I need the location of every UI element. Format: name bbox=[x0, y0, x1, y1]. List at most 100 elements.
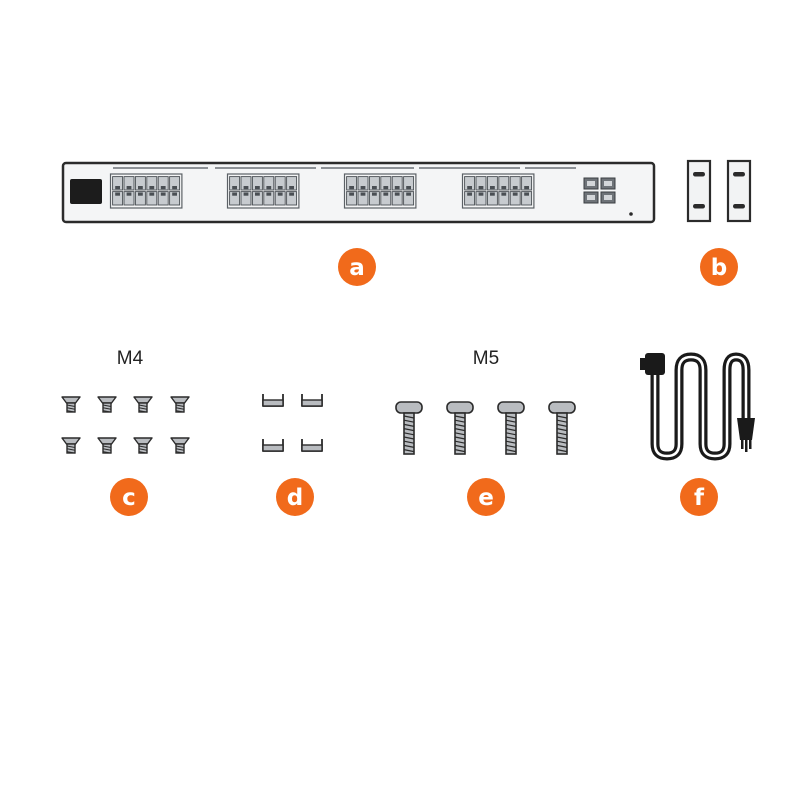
cord-inner bbox=[653, 355, 748, 458]
cable-clip-icon bbox=[262, 394, 323, 452]
ethernet-port bbox=[368, 176, 380, 191]
ethernet-port bbox=[380, 191, 392, 206]
ethernet-port bbox=[486, 176, 498, 191]
ethernet-port bbox=[475, 176, 487, 191]
power-cord-icon bbox=[640, 352, 755, 461]
port-group bbox=[343, 173, 417, 209]
network-switch-icon bbox=[61, 161, 656, 224]
ethernet-port bbox=[357, 191, 369, 206]
flat-head-screw-icon bbox=[61, 396, 190, 454]
ethernet-port bbox=[346, 176, 358, 191]
m4-screw bbox=[97, 437, 117, 454]
ethernet-port bbox=[274, 191, 286, 206]
badge-e-circle bbox=[467, 478, 505, 516]
rack-ear bbox=[726, 159, 752, 223]
wall-plug bbox=[737, 418, 755, 440]
rack-ear-bracket-icon bbox=[686, 159, 752, 223]
m5-screw bbox=[548, 401, 576, 455]
m4-label: M4 bbox=[117, 348, 144, 369]
ethernet-port bbox=[251, 191, 263, 206]
ethernet-port bbox=[169, 176, 181, 191]
ethernet-port bbox=[146, 191, 158, 206]
badge-d-circle bbox=[276, 478, 314, 516]
m4-screw bbox=[61, 437, 81, 454]
m4-screw bbox=[97, 396, 117, 413]
m5-screw bbox=[446, 401, 474, 455]
badge-d: d bbox=[276, 478, 314, 516]
ethernet-port bbox=[263, 176, 275, 191]
ethernet-port bbox=[112, 176, 124, 191]
badge-c: c bbox=[110, 478, 148, 516]
badge-f-letter: f bbox=[694, 485, 705, 511]
cable-clip bbox=[301, 394, 323, 407]
badge-e-letter: e bbox=[478, 485, 494, 511]
ethernet-port bbox=[157, 176, 169, 191]
ethernet-port bbox=[380, 176, 392, 191]
ethernet-port bbox=[486, 191, 498, 206]
ethernet-port bbox=[263, 191, 275, 206]
ethernet-port bbox=[286, 176, 298, 191]
m5-screw bbox=[395, 401, 423, 455]
port-group bbox=[226, 173, 300, 209]
m5-label: M5 bbox=[473, 348, 499, 369]
ethernet-port bbox=[391, 176, 403, 191]
badge-b-circle bbox=[700, 248, 738, 286]
ethernet-port bbox=[274, 176, 286, 191]
pan-head-screw-icon bbox=[395, 401, 576, 455]
badge-d-letter: d bbox=[287, 485, 303, 511]
badge-a-circle bbox=[338, 248, 376, 286]
ethernet-port bbox=[240, 176, 252, 191]
badge-b: b bbox=[700, 248, 738, 286]
badge-b-letter: b bbox=[711, 255, 727, 281]
plug-prong bbox=[749, 440, 752, 449]
ethernet-port bbox=[357, 176, 369, 191]
ethernet-port bbox=[240, 191, 252, 206]
ethernet-port bbox=[112, 191, 124, 206]
m4-screw bbox=[170, 437, 190, 454]
ethernet-port bbox=[509, 191, 521, 206]
badge-c-circle bbox=[110, 478, 148, 516]
ethernet-port bbox=[229, 176, 241, 191]
ethernet-port bbox=[134, 191, 146, 206]
ethernet-port bbox=[169, 191, 181, 206]
m4-screw bbox=[61, 396, 81, 413]
badge-f-circle bbox=[680, 478, 718, 516]
cable-clip bbox=[262, 394, 284, 407]
ethernet-port bbox=[286, 191, 298, 206]
ethernet-port bbox=[498, 191, 510, 206]
reset-button bbox=[629, 212, 633, 216]
port-group bbox=[461, 173, 535, 209]
rack-ear bbox=[686, 159, 712, 223]
ethernet-port bbox=[368, 191, 380, 206]
ethernet-port bbox=[403, 191, 415, 206]
ethernet-port bbox=[475, 191, 487, 206]
m4-screw bbox=[133, 396, 153, 413]
cable-clip bbox=[301, 439, 323, 452]
switch-display bbox=[70, 179, 102, 204]
ethernet-port bbox=[464, 191, 476, 206]
m4-screw bbox=[170, 396, 190, 413]
plug-prong bbox=[741, 440, 744, 449]
port-group bbox=[109, 173, 183, 209]
ethernet-port bbox=[521, 191, 533, 206]
ethernet-port bbox=[146, 176, 158, 191]
cord-outer bbox=[650, 352, 751, 461]
ethernet-port bbox=[403, 176, 415, 191]
ethernet-port bbox=[464, 176, 476, 191]
ethernet-port bbox=[134, 176, 146, 191]
badge-a-letter: a bbox=[349, 255, 365, 281]
ethernet-port bbox=[123, 176, 135, 191]
m5-screw bbox=[497, 401, 525, 455]
ethernet-port bbox=[229, 191, 241, 206]
plug-prong bbox=[745, 440, 748, 452]
ethernet-port bbox=[521, 176, 533, 191]
ethernet-port bbox=[251, 176, 263, 191]
ethernet-port bbox=[391, 191, 403, 206]
iec-connector bbox=[645, 353, 665, 375]
ethernet-port bbox=[157, 191, 169, 206]
ethernet-port bbox=[346, 191, 358, 206]
badge-e: e bbox=[467, 478, 505, 516]
badge-f: f bbox=[680, 478, 718, 516]
badge-a: a bbox=[338, 248, 376, 286]
